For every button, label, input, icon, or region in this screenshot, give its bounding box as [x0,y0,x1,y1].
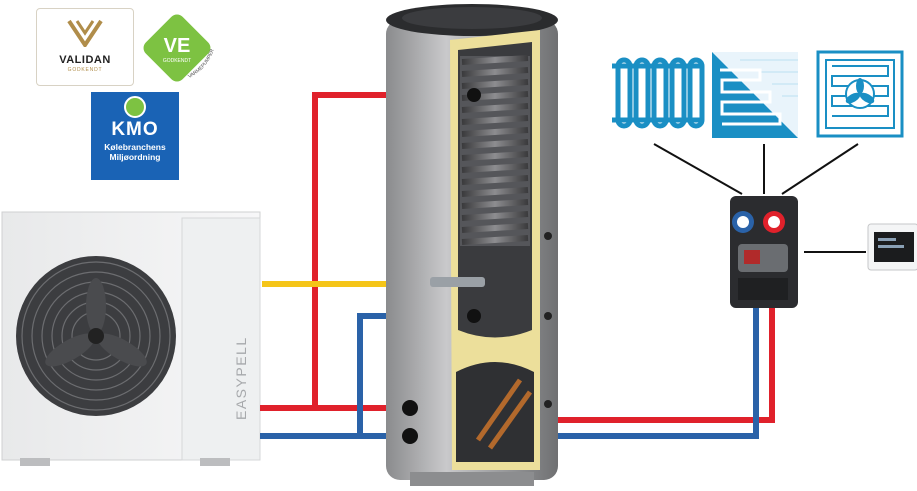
heating-return-pipe [540,306,759,439]
validan-sub: GODKENDT [67,67,103,73]
heat-pump-brand: EASYPELL [233,336,249,420]
ve-diamond-icon [143,14,211,82]
lower-coil-icon [475,378,533,450]
ve-mark: VE [164,35,191,57]
immersion-sensor-icon [430,277,485,287]
kmo-name: KMO [111,119,159,140]
kmo-line1: Kølebranchens [104,142,166,152]
kmo-logo: KMO Kølebranchens Miljøordning [91,92,179,180]
fan-coil-icon [816,50,904,138]
pump-station [730,196,798,308]
validan-v-icon [67,19,103,49]
hot-water-tank [386,4,558,486]
underfloor-heating-icon [712,52,798,138]
heating-supply-pipe [540,306,775,423]
radiator-icon [612,57,705,129]
kmo-line2: Miljøordning [109,152,161,162]
ve-sub: GODKENDT [163,58,191,64]
heating-coil-icon [460,55,530,246]
heat-pump-unit: EASYPELL [1,211,261,466]
validan-name: VALIDAN [59,54,111,66]
validan-logo: VALIDAN GODKENDT [36,8,134,86]
room-controller [867,223,917,271]
ve-logo: VE GODKENDT VARMEPUMPER [137,8,221,92]
kmo-globe-icon [124,96,146,118]
connection-lines [653,143,866,253]
